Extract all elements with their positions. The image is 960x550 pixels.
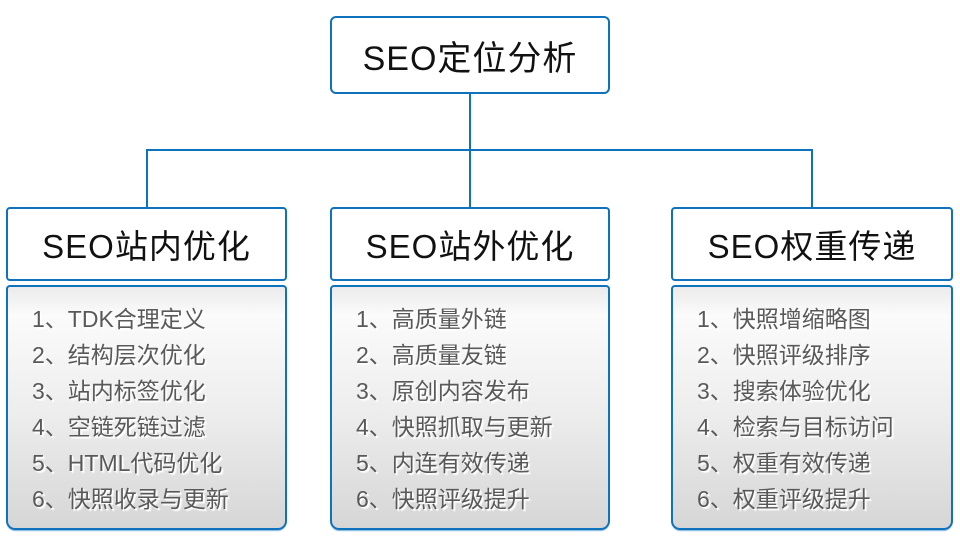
list-item: 4、检索与目标访问	[697, 414, 894, 440]
item-list-weight-transfer: 1、快照增缩略图 2、快照评级排序 3、搜索体验优化 4、检索与目标访问 5、权…	[671, 285, 953, 530]
root-node-label: SEO定位分析	[362, 39, 578, 78]
connector-drop-middle	[469, 150, 471, 208]
list-item: 2、快照评级排序	[697, 342, 871, 368]
list-item: 1、TDK合理定义	[32, 306, 206, 332]
column-onsite: SEO站内优化 1、TDK合理定义 2、结构层次优化 3、站内标签优化 4、空链…	[6, 207, 287, 530]
column-weight-transfer: SEO权重传递 1、快照增缩略图 2、快照评级排序 3、搜索体验优化 4、检索与…	[671, 207, 953, 530]
list-item: 5、权重有效传递	[697, 450, 871, 476]
connector-horizontal-bar	[146, 149, 813, 151]
list-item: 4、快照抓取与更新	[356, 414, 553, 440]
list-item: 6、快照评级提升	[356, 486, 530, 512]
connector-drop-right	[811, 150, 813, 208]
item-list-onsite: 1、TDK合理定义 2、结构层次优化 3、站内标签优化 4、空链死链过滤 5、H…	[6, 285, 287, 530]
column-title: SEO权重传递	[707, 228, 917, 265]
list-item: 2、高质量友链	[356, 342, 507, 368]
column-title: SEO站内优化	[42, 228, 251, 265]
column-title: SEO站外优化	[365, 228, 575, 265]
root-node: SEO定位分析	[330, 16, 610, 94]
list-item: 6、权重评级提升	[697, 486, 871, 512]
list-item: 1、高质量外链	[356, 306, 507, 332]
connector-root-stem	[469, 94, 471, 150]
list-item: 1、快照增缩略图	[697, 306, 871, 332]
list-item: 5、内连有效传递	[356, 450, 530, 476]
item-list-offsite: 1、高质量外链 2、高质量友链 3、原创内容发布 4、快照抓取与更新 5、内连有…	[330, 285, 610, 530]
connector-drop-left	[146, 150, 148, 208]
list-item: 4、空链死链过滤	[32, 414, 206, 440]
list-item: 3、站内标签优化	[32, 378, 206, 404]
list-item: 6、快照收录与更新	[32, 486, 229, 512]
list-item: 3、原创内容发布	[356, 378, 530, 404]
list-item: 2、结构层次优化	[32, 342, 206, 368]
column-header-offsite: SEO站外优化	[330, 207, 610, 281]
column-offsite: SEO站外优化 1、高质量外链 2、高质量友链 3、原创内容发布 4、快照抓取与…	[330, 207, 610, 530]
list-item: 5、HTML代码优化	[32, 450, 223, 476]
column-header-weight-transfer: SEO权重传递	[671, 207, 953, 281]
list-item: 3、搜索体验优化	[697, 378, 871, 404]
column-header-onsite: SEO站内优化	[6, 207, 287, 281]
